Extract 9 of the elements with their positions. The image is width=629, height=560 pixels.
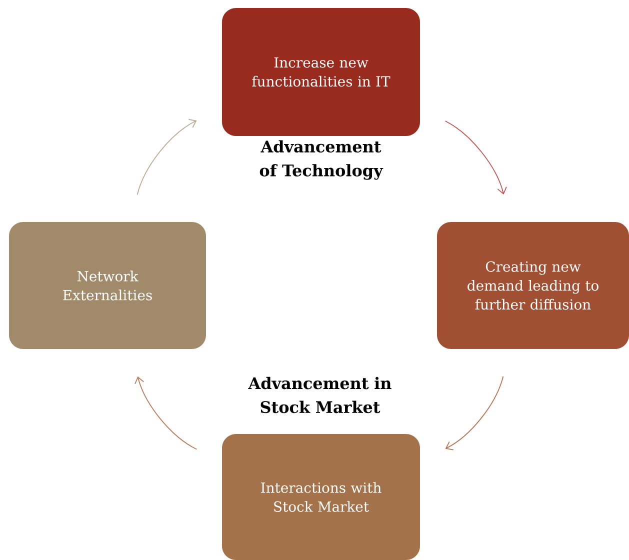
arrow [445,376,504,450]
arrow [134,376,198,450]
arrow [136,118,197,196]
process-box: Interactions with Stock Market [222,434,420,560]
arrow [444,120,507,195]
process-box: Creating new demand leading to further diffusion [437,222,629,349]
process-box: Increase new functionalities in IT [222,8,420,136]
process-box: Network Externalities [9,222,206,349]
heading-label: Advancement in Stock Market [248,376,392,414]
